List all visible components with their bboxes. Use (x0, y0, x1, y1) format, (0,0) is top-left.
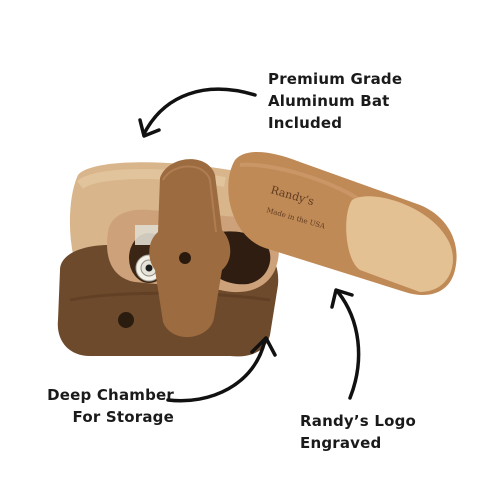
callout-aluminum-bat: Premium Grade Aluminum Bat Included (268, 68, 478, 134)
callout-bat-line1: Premium Grade (268, 70, 403, 88)
callout-bat-line3: Included (268, 114, 343, 132)
callout-chamber-line2: For Storage (72, 408, 174, 426)
callout-logo-line2: Engraved (300, 434, 382, 452)
arrow-to-logo (336, 290, 361, 400)
arrow-to-chamber (166, 338, 267, 403)
callout-chamber-line1: Deep Chamber (47, 386, 174, 404)
callout-deep-chamber: Deep Chamber For Storage (24, 384, 174, 428)
callout-logo-engraved: Randy’s Logo Engraved (300, 410, 450, 454)
callout-bat-line2: Aluminum Bat (268, 92, 390, 110)
pivot-screw (118, 312, 134, 328)
lid-screw (179, 252, 191, 264)
swivel-lid (149, 159, 231, 338)
arrow-to-bat (143, 87, 257, 134)
callout-logo-line1: Randy’s Logo (300, 412, 417, 430)
